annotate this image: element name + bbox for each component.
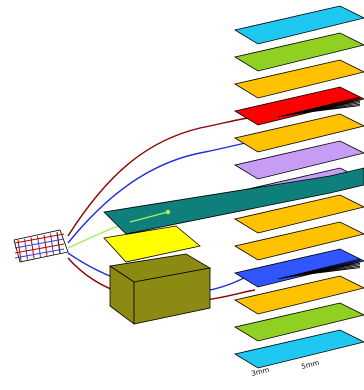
layer-lime-top: [233, 32, 364, 72]
layer-cyan-bottom: [233, 329, 364, 369]
layer-orange-2: [233, 113, 364, 153]
layer-orange-1: [233, 59, 364, 99]
coil-trace: [293, 267, 361, 277]
wire-blue-top: [67, 141, 251, 244]
bundle-horizontal-line: [14, 238, 65, 249]
coil-trace: [293, 105, 361, 115]
olive-box: [108, 253, 212, 325]
layer-lime-bottom: [233, 302, 364, 342]
dim-label-right: 5mm: [301, 359, 321, 371]
olive-box-side: [133, 267, 211, 325]
bundle-horizontal-line: [14, 233, 65, 244]
layer-red-coil: [233, 86, 364, 126]
layer-cyan-top: [233, 5, 364, 45]
layer-red-coil-coil-traces: [277, 96, 361, 118]
bundle-vertical-line: [17, 239, 22, 262]
layer-blue-coil: [233, 248, 364, 288]
layer-lavender-1: [233, 140, 364, 180]
green-trace: [129, 211, 169, 223]
layer-orange-4: [233, 221, 364, 261]
wire-red-top: [67, 117, 249, 237]
bundle-body: [13, 229, 69, 263]
bundle-horizontal-line: [14, 243, 65, 254]
bundle-lines: [14, 232, 65, 262]
yellow-plate: [103, 225, 201, 263]
layer-orange-5: [233, 275, 364, 315]
bundle-horizontal-line: [14, 248, 65, 259]
dim-label-left: 3mm: [251, 366, 271, 378]
layer-blue-coil-coil-traces: [277, 258, 361, 280]
layer-orange-3: [233, 194, 364, 234]
wire-bundle-connector: [13, 229, 69, 263]
